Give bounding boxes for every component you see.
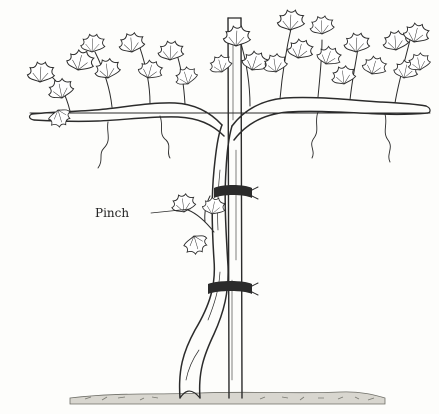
vine-trunk xyxy=(180,125,232,398)
lower-tie xyxy=(208,281,258,295)
support-stake xyxy=(228,18,242,398)
canopy-leaves xyxy=(27,10,431,129)
right-cordon-arm xyxy=(232,97,430,140)
tendrils xyxy=(98,112,390,168)
pinch-label: Pinch xyxy=(95,206,129,220)
ground-soil xyxy=(70,392,385,404)
